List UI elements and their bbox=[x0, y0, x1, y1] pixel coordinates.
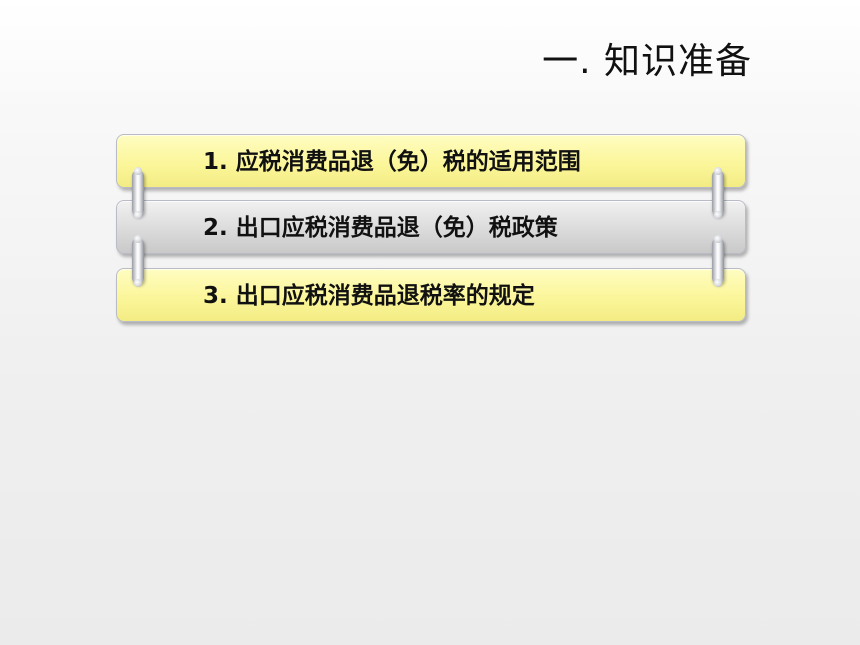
agenda-item-label: 3. 出口应税消费品退税率的规定 bbox=[203, 283, 535, 309]
binder-ring-icon bbox=[712, 235, 724, 287]
agenda-item-3: 3. 出口应税消费品退税率的规定 bbox=[116, 268, 746, 322]
agenda-item-2: 2. 出口应税消费品退（免）税政策 bbox=[116, 200, 746, 254]
agenda-item-1: 1. 应税消费品退（免）税的适用范围 bbox=[116, 134, 746, 188]
binder-ring-icon bbox=[132, 167, 144, 219]
binder-ring-icon bbox=[712, 167, 724, 219]
slide-title: 一. 知识准备 bbox=[542, 41, 752, 82]
agenda-list: 1. 应税消费品退（免）税的适用范围 2. 出口应税消费品退（免）税政策 3. … bbox=[116, 134, 748, 330]
binder-ring-icon bbox=[132, 235, 144, 287]
agenda-item-label: 2. 出口应税消费品退（免）税政策 bbox=[203, 215, 558, 241]
agenda-item-label: 1. 应税消费品退（免）税的适用范围 bbox=[203, 149, 581, 175]
